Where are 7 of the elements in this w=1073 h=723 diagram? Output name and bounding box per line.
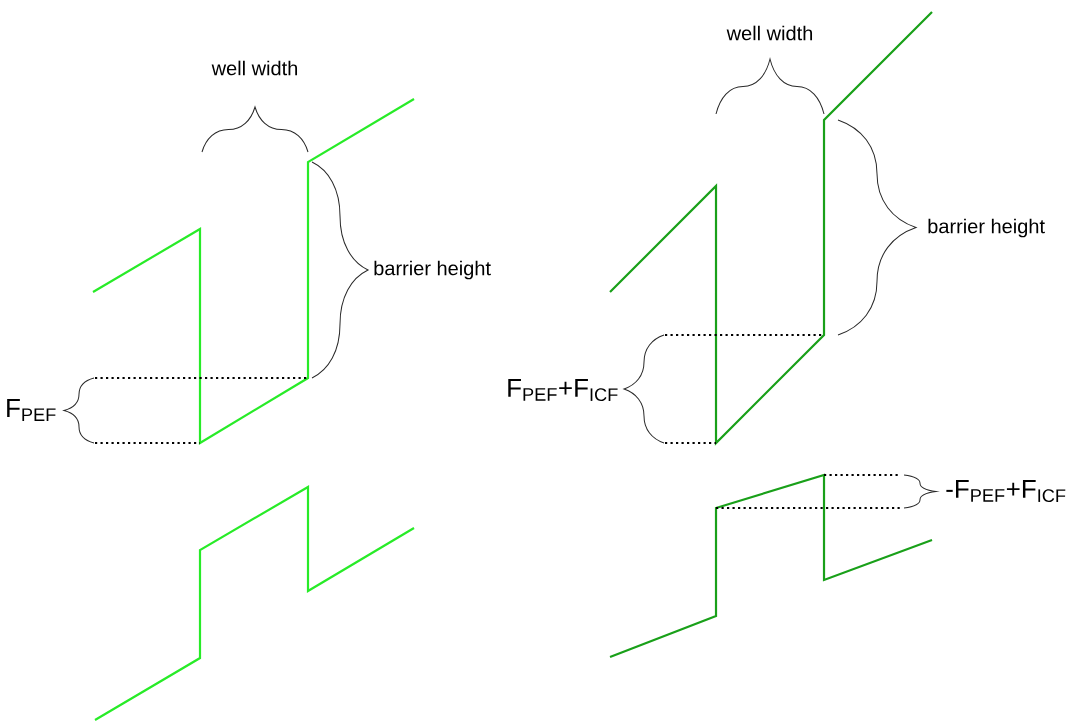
label-text: barrier height (374, 260, 491, 280)
label-text: well width (211, 60, 297, 76)
label-text: -F$_{PEF}$+F$_{ICF}$ (946, 479, 1066, 503)
label-text: well width (726, 25, 812, 41)
label-text: barrier height (928, 218, 1045, 238)
label-text: F$_{PEF}$+F$_{ICF}$ (508, 378, 618, 402)
label-text: F$_{PEF}$ (7, 399, 56, 421)
